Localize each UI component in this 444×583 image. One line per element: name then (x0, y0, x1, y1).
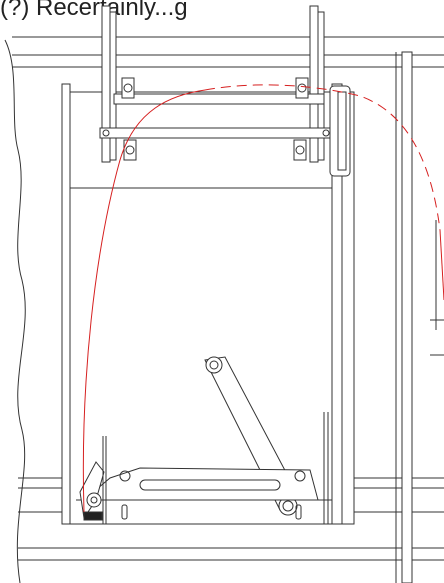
bearing-left-bottom (123, 139, 137, 161)
pulley-right-2 (337, 91, 347, 171)
right-tall-bar (401, 51, 413, 583)
bearing-right-bottom (293, 139, 307, 161)
upright-right-2 (317, 11, 325, 161)
shaft-bolt-left (102, 129, 110, 137)
cable-path (82, 84, 444, 513)
cable-dashed (204, 84, 441, 231)
slot-track (139, 479, 281, 491)
left-frame-post (61, 83, 71, 525)
slot-left (121, 504, 128, 520)
cable-right-solid (439, 229, 444, 301)
top-shaft-upper (113, 93, 325, 105)
left-wavy-edge (4, 39, 26, 583)
latch-assembly (79, 461, 105, 521)
upright-left-2 (109, 11, 117, 161)
slot-right (295, 504, 302, 520)
upright-right (309, 5, 319, 163)
bearing-right-top (295, 77, 309, 99)
cable-solid (82, 89, 206, 513)
upright-left (101, 5, 111, 163)
bearing-left-top (121, 77, 135, 99)
center-frame-box (69, 91, 333, 525)
bracket-hole-1 (119, 470, 131, 482)
bracket-hole-2 (294, 470, 306, 482)
shaft-bolt-right (322, 129, 330, 137)
figure-caption: (?) Recertainly...g (0, 0, 188, 21)
